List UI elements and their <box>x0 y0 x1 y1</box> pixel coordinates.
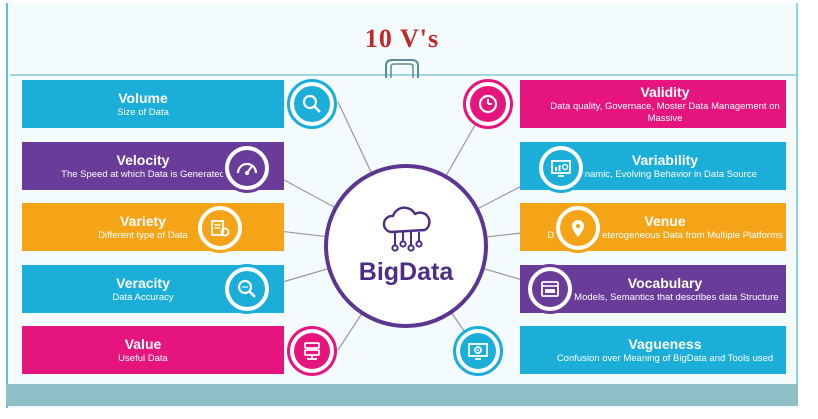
documents-icon <box>202 210 238 246</box>
vocabulary-circle <box>525 264 575 314</box>
venue-subtitle: Distributed Heterogeneous Data from Mult… <box>547 229 783 241</box>
bigdata-hub: BigData <box>324 164 488 328</box>
validity-title: Validity <box>640 84 690 100</box>
vocabulary-subtitle: Data Models, Semantics that describes da… <box>551 291 779 303</box>
location-pin-icon <box>560 210 596 246</box>
variety-subtitle: Different type of Data <box>98 229 188 241</box>
veracity-circle <box>222 264 272 314</box>
velocity-circle <box>222 143 272 193</box>
value-circle <box>287 326 337 376</box>
validity-circle <box>463 79 513 129</box>
value-title: Value <box>124 335 162 352</box>
slide-footer-bar <box>6 384 798 406</box>
variability-title: Variability <box>631 151 699 168</box>
variability-circle <box>536 143 586 193</box>
server-icon <box>294 333 330 369</box>
variety-title: Variety <box>120 212 166 229</box>
velocity-subtitle: The Speed at which Data is Generated <box>61 168 225 180</box>
search-icon <box>229 271 265 307</box>
vagueness-subtitle: Confusion over Meaning of BigData and To… <box>556 352 774 364</box>
vagueness-box: Vagueness Confusion over Meaning of BigD… <box>520 326 786 374</box>
settings-screen-icon <box>460 333 496 369</box>
speedometer-icon <box>229 150 265 186</box>
vagueness-circle <box>453 326 503 376</box>
variety-circle <box>195 203 245 253</box>
title-divider <box>10 74 796 76</box>
clock-icon <box>470 86 506 122</box>
volume-title: Volume <box>118 89 168 106</box>
validity-box: Validity Data quality, Governace, Moster… <box>520 80 786 128</box>
monitor-icon <box>543 150 579 186</box>
slide-right-border <box>796 3 798 384</box>
magnifier-icon <box>294 86 330 122</box>
variability-subtitle: Dynamic, Evolving Behavior in Data Sourc… <box>573 168 757 180</box>
binder-clip-icon <box>385 59 419 78</box>
volume-subtitle: Size of Data <box>117 106 169 118</box>
browser-icon <box>532 271 568 307</box>
velocity-title: Velocity <box>116 151 170 168</box>
vocabulary-title: Vocabulary <box>627 274 703 291</box>
hub-label: BigData <box>358 257 454 286</box>
volume-box: Volume Size of Data <box>22 80 284 128</box>
value-box: Value Useful Data <box>22 326 284 374</box>
veracity-title: Veracity <box>116 274 170 291</box>
cloud-network-icon <box>382 206 431 252</box>
veracity-subtitle: Data Accuracy <box>112 291 174 303</box>
value-subtitle: Useful Data <box>118 352 168 364</box>
vagueness-title: Vagueness <box>628 335 702 352</box>
validity-subtitle: Data quality, Governace, Moster Data Man… <box>550 101 780 124</box>
volume-circle <box>287 79 337 129</box>
venue-circle <box>553 203 603 253</box>
slide-title: 10 V's <box>364 24 440 53</box>
venue-title: Venue <box>644 212 686 229</box>
